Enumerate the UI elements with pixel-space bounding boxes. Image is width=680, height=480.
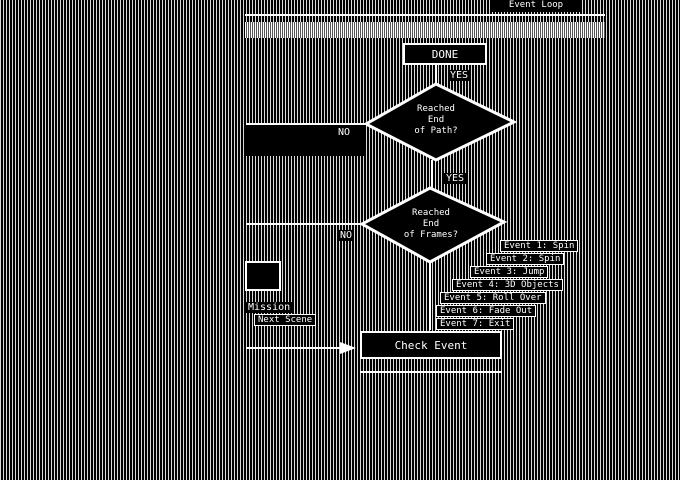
no-label-bottom: NO	[338, 230, 355, 241]
decision-bottom-text: Reached End of Frames?	[386, 208, 476, 241]
decision-top-text: Reached End of Path?	[392, 104, 480, 137]
left-box-label: Mission	[246, 302, 293, 313]
decision-bottom-line: of Frames?	[403, 230, 459, 240]
decision-top-line: of Path?	[414, 126, 458, 136]
decision-top-line: End	[427, 115, 445, 125]
check-event-label: Check Event	[394, 338, 468, 352]
decision-bottom-line: Reached	[412, 208, 450, 218]
left-sub-label: Next Scene	[254, 314, 317, 326]
event-item[interactable]: Event 3: Jump	[470, 266, 549, 278]
decision-top-line: Reached	[417, 104, 455, 114]
event-item[interactable]: Event 1: Spin	[500, 240, 579, 252]
no-label-top: NO	[336, 127, 353, 138]
header-bar	[245, 22, 605, 38]
check-event-node[interactable]: Check Event	[360, 331, 502, 359]
event-item[interactable]: Event 5: Roll Over	[440, 292, 546, 304]
event-item[interactable]: Event 4: 3D Objects	[452, 279, 563, 291]
yes-label-top: YES	[448, 70, 471, 81]
decision-bottom-line: End	[422, 219, 440, 229]
done-node[interactable]: DONE	[403, 43, 487, 65]
decision-diamond-top	[362, 82, 518, 162]
event-item[interactable]: Event 6: Fade Out	[436, 305, 537, 317]
done-label: DONE	[431, 47, 459, 61]
header-title: Event Loop	[492, 0, 580, 12]
event-item[interactable]: Event 2: Spin	[486, 253, 565, 265]
yes-label-bottom: YES	[444, 173, 467, 184]
event-item[interactable]: Event 7: Exit	[436, 318, 515, 330]
top-rule	[245, 14, 605, 16]
